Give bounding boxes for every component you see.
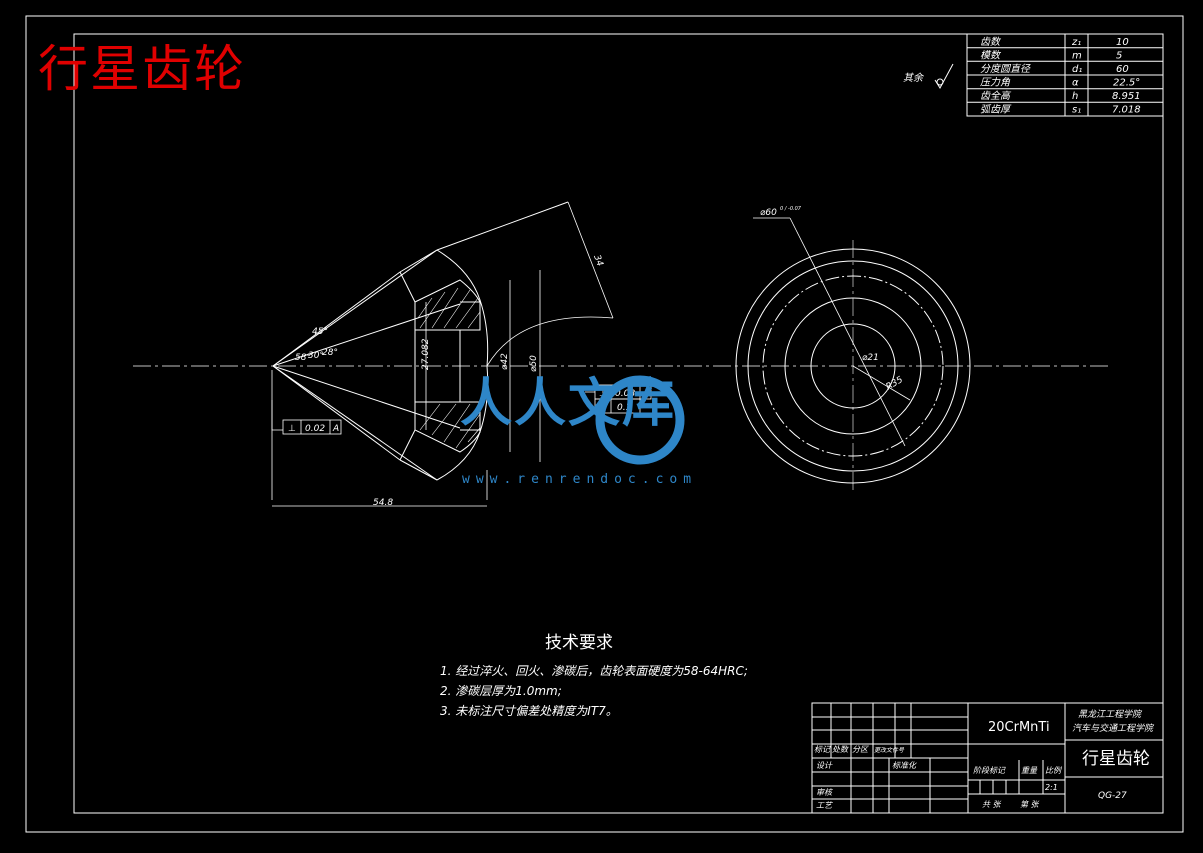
drawing-title: 行星齿轮 <box>38 40 246 98</box>
watermark: 人人文库 <box>460 378 676 430</box>
dim-length: 54.8 <box>373 498 393 508</box>
dim-angle-2: 30° <box>308 351 324 361</box>
watermark-text: 人人文库 <box>460 374 677 434</box>
tb-part-name: 行星齿轮 <box>1082 749 1150 769</box>
tech-item-2: 2. 渗碳层厚为1.0mm; <box>440 684 562 698</box>
tolerance-1-symbol: ⊥ <box>599 389 607 399</box>
inner-border <box>73 33 1164 814</box>
roughness-symbol-icon <box>934 63 954 89</box>
dim-d42: ⌀42 <box>500 353 510 370</box>
tolerance-1-datum: A <box>642 389 649 399</box>
param-value-4: 8.951 <box>1112 91 1141 102</box>
dim-d27: 27.082 <box>421 338 431 370</box>
param-name-2: 分度圆直径 <box>980 63 1031 75</box>
param-value-5: 7.018 <box>1112 105 1141 116</box>
side-dimensions <box>271 201 614 507</box>
param-value-0: 10 <box>1116 37 1129 48</box>
dim-angle-1: 58° <box>295 353 311 363</box>
param-name-0: 齿数 <box>980 36 1002 48</box>
dim-dia-outer: ⌀60 <box>760 208 777 218</box>
param-name-3: 压力角 <box>980 77 1011 89</box>
dim-d50: ⌀50 <box>529 355 539 372</box>
param-symbol-5: s₁ <box>1072 105 1081 116</box>
outer-border <box>25 15 1184 833</box>
param-name-5: 弧齿厚 <box>980 104 1012 116</box>
tb-label-standardize: 标准化 <box>892 761 917 770</box>
tolerance-2-value: 0.1 <box>617 403 631 413</box>
tb-scale: 2:1 <box>1045 783 1058 792</box>
tb-label-scale: 比例 <box>1045 766 1063 775</box>
tb-label-stage-mark: 阶段标记 <box>973 766 1006 775</box>
tech-requirements: 技术要求 1. 经过淬火、回火、渗碳后，齿轮表面硬度为58-64HRC; 2. … <box>440 628 748 721</box>
tb-label-sheet: 第 张 <box>1020 800 1040 809</box>
tolerance-1-value: 0.08 <box>615 389 635 399</box>
tb-label-mark: 标记 <box>814 745 831 754</box>
tb-label-total: 共 张 <box>982 800 1002 809</box>
param-value-2: 60 <box>1116 64 1129 75</box>
tb-dept: 汽车与交通工程学院 <box>1072 723 1155 734</box>
tb-material: 20CrMnTi <box>988 720 1050 735</box>
dim-angle-3: 28° <box>322 348 338 358</box>
tb-label-design: 设计 <box>816 761 833 770</box>
param-symbol-3: α <box>1072 78 1079 89</box>
watermark-logo-icon <box>595 375 685 465</box>
tolerance-0-symbol: ⊥ <box>288 424 296 434</box>
tolerance-0-datum: A <box>332 424 339 434</box>
param-value-1: 5 <box>1116 51 1122 62</box>
tb-school: 黑龙江工程学院 <box>1078 709 1143 720</box>
side-dimension-text: 34 ⌀50 ⌀42 27.082 54.8 45° 58° 30° 28° <box>295 254 605 508</box>
tb-label-count: 处数 <box>832 745 849 754</box>
param-name-1: 模数 <box>980 50 1002 62</box>
param-symbol-1: m <box>1072 51 1082 62</box>
dim-dia-outer-tol: 0 / -0.07 <box>780 206 802 212</box>
dim-angle-0: 45° <box>312 327 328 337</box>
param-name-4: 齿全高 <box>980 90 1012 102</box>
gear-front-view <box>735 217 971 492</box>
tech-item-1: 1. 经过淬火、回火、渗碳后，齿轮表面硬度为58-64HRC; <box>440 664 748 678</box>
param-symbol-4: h <box>1072 91 1078 102</box>
tech-requirements-title: 技术要求 <box>545 633 613 653</box>
tolerance-frame-0 <box>282 419 342 435</box>
roughness-note: 其余 <box>903 72 925 84</box>
watermark-url: www.renrendoc.com <box>462 472 698 487</box>
tb-label-change-doc: 更改文件号 <box>874 746 905 754</box>
dim-dia-bore: ⌀21 <box>862 353 879 363</box>
param-symbol-0: z₁ <box>1071 37 1081 48</box>
tb-label-process: 工艺 <box>816 801 833 810</box>
param-value-3: 22.5° <box>1113 78 1140 89</box>
tb-drawing-no: QG-27 <box>1098 791 1127 801</box>
title-block <box>811 702 1164 814</box>
tb-label-weight: 重量 <box>1021 766 1038 775</box>
tb-label-check: 审核 <box>816 788 834 797</box>
tb-label-zone: 分区 <box>852 745 869 754</box>
gear-parameter-table <box>966 33 1164 117</box>
section-hatch <box>417 287 481 449</box>
tolerance-0-value: 0.02 <box>305 424 325 434</box>
tech-item-3: 3. 未标注尺寸偏差处精度为IT7。 <box>440 704 618 718</box>
gear-parameter-text: 齿数 z₁ 10 模数 m 5 分度圆直径 d₁ 60 压力角 α 22.5° … <box>980 36 1141 116</box>
dim-r-side: R35 <box>885 375 906 393</box>
dim-r34: 34 <box>591 254 604 268</box>
param-symbol-2: d₁ <box>1072 64 1082 75</box>
